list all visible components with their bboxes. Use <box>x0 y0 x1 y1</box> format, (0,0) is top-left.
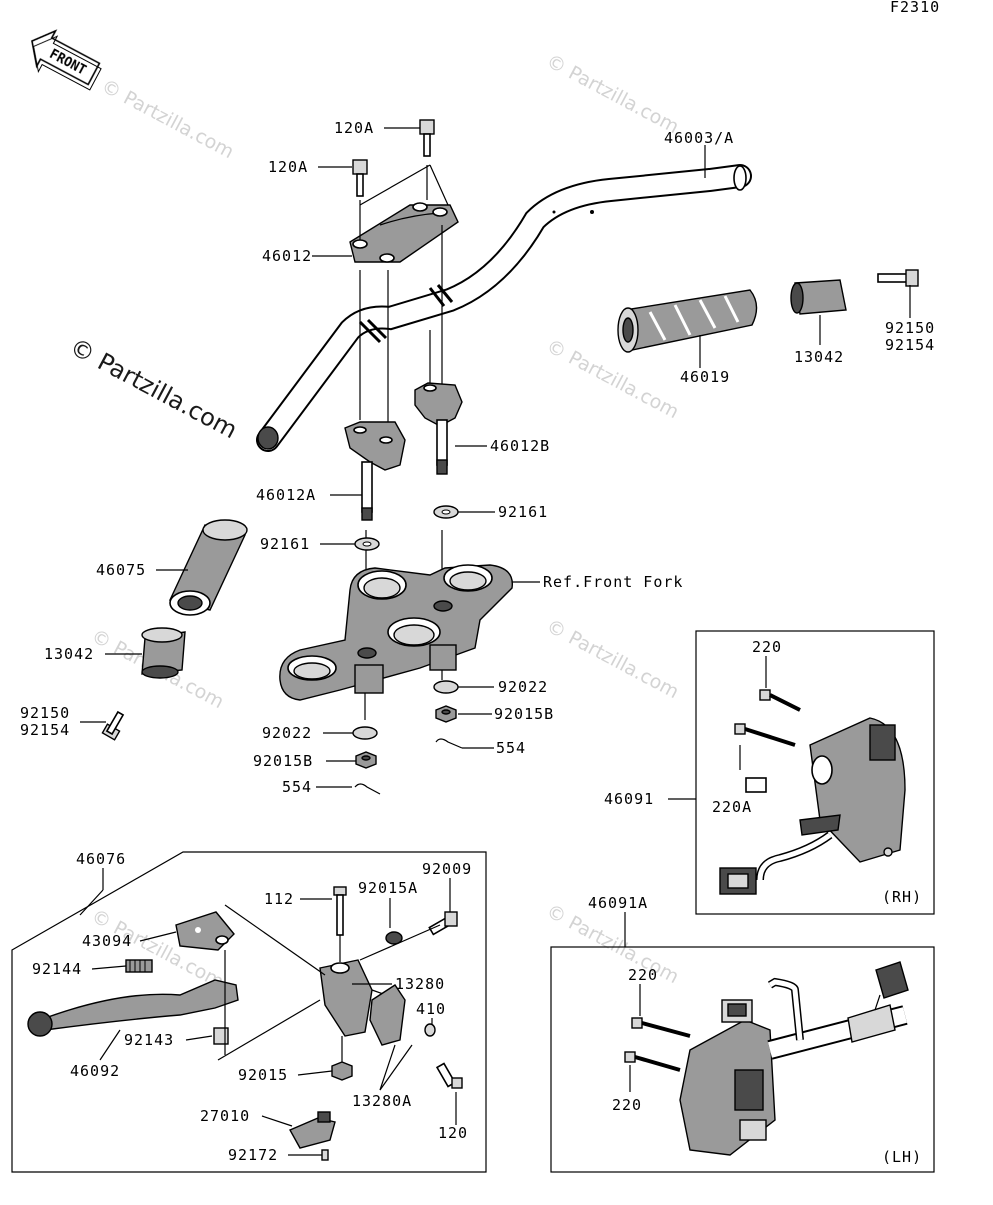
part-label: 92009 <box>422 860 472 878</box>
part-label: 120A <box>334 119 374 137</box>
part-label: 120A <box>268 158 308 176</box>
part-label: 92150 <box>20 704 70 722</box>
part-label: 92144 <box>32 960 82 978</box>
spring-92144-illustration <box>125 959 153 973</box>
part-label: 46092 <box>70 1062 120 1080</box>
part-label: 92154 <box>885 336 935 354</box>
collar-92143-illustration <box>213 1027 229 1045</box>
part-label: 92022 <box>262 724 312 742</box>
washer-92015a-illustration <box>385 931 403 945</box>
lever-box-guide-lines <box>217 904 441 1062</box>
leader-lines <box>79 127 911 1156</box>
part-label: Ref.Front Fork <box>543 573 683 591</box>
figure-code: F2310 <box>890 0 940 16</box>
washer-92022-right-illustration <box>433 680 459 694</box>
part-label: 92143 <box>124 1031 174 1049</box>
rh-switch-illustration <box>719 717 906 895</box>
washer-410-illustration <box>424 1023 436 1037</box>
holder-clamp-13280a-illustration <box>369 984 406 1046</box>
clutch-lever-illustration <box>27 911 239 1037</box>
part-label: 13280 <box>395 975 445 993</box>
triple-clamp-illustration <box>279 564 514 701</box>
part-label: 220 <box>752 638 782 656</box>
watermark: © Partzilla.com <box>543 50 683 138</box>
part-label: 220 <box>612 1096 642 1114</box>
lh-screws-illustration <box>624 1017 691 1072</box>
part-label: 46075 <box>96 561 146 579</box>
part-label: 43094 <box>82 932 132 950</box>
part-label: 13042 <box>794 348 844 366</box>
part-label: 112 <box>264 890 294 908</box>
bolt-120a-left-illustration <box>352 159 368 197</box>
part-label: 46076 <box>76 850 126 868</box>
part-label: 92015A <box>358 879 418 897</box>
lever-box <box>11 851 487 1173</box>
bolt-120a-top-illustration <box>419 119 435 157</box>
part-label: 554 <box>496 739 526 757</box>
nut-92015-illustration <box>331 1061 353 1081</box>
washer-92022-left-illustration <box>352 726 378 740</box>
part-label: 46091 <box>604 790 654 808</box>
lh-switch-box <box>550 946 935 1173</box>
cotter-pin-554-left-illustration <box>354 783 381 795</box>
front-arrow-icon: FRONT <box>31 29 102 91</box>
part-label: 13280A <box>352 1092 412 1110</box>
part-labels: 120A 120A 46003/A 46012 46019 13042 9215… <box>20 119 935 1166</box>
part-label: 46003/A <box>664 129 734 147</box>
part-label: 92015B <box>494 705 554 723</box>
part-label: 92015B <box>253 752 313 770</box>
rh-switch-box <box>695 630 935 915</box>
part-label: 46012 <box>262 247 312 265</box>
part-label: 13042 <box>44 645 94 663</box>
screw-left-illustration <box>101 710 125 741</box>
part-label: 92022 <box>498 678 548 696</box>
part-label: 46019 <box>680 368 730 386</box>
cotter-pin-554-right-illustration <box>435 738 463 749</box>
part-label: 92161 <box>260 535 310 553</box>
part-label: 220A <box>712 798 752 816</box>
switch-27010-illustration <box>289 1111 336 1149</box>
part-label: 92172 <box>228 1146 278 1164</box>
part-label: 27010 <box>200 1107 250 1125</box>
screw-right-illustration <box>877 269 919 287</box>
part-label: 46091A <box>588 894 648 912</box>
upper-clamp-illustration <box>349 202 459 263</box>
rh-screws-illustration <box>734 689 801 747</box>
bolt-112-illustration <box>333 886 347 936</box>
bolt-120-illustration <box>435 1062 463 1089</box>
grip-left-illustration <box>169 519 248 616</box>
nut-92015b-left-illustration <box>355 751 377 769</box>
part-label: 46012A <box>256 486 316 504</box>
rh-label: (RH) <box>882 888 922 906</box>
lever-holder-illustration <box>319 959 401 1037</box>
nut-92015b-right-illustration <box>435 705 457 723</box>
lh-label: (LH) <box>882 1148 922 1166</box>
lower-clamp-a-illustration <box>344 421 406 521</box>
lh-switch-illustration <box>679 961 909 1156</box>
bolt-92009-illustration <box>428 911 458 936</box>
part-label: 92015 <box>238 1066 288 1084</box>
watermark-large: © Partzilla.com <box>65 333 242 445</box>
grip-right-illustration <box>617 289 758 353</box>
weight-right-illustration <box>790 279 847 315</box>
part-label: 554 <box>282 778 312 796</box>
part-label: 220 <box>628 966 658 984</box>
part-label: 92154 <box>20 721 70 739</box>
part-label: 410 <box>416 1000 446 1018</box>
part-label: 92161 <box>498 503 548 521</box>
watermark: © Partzilla.com <box>543 900 683 988</box>
part-label: 120 <box>438 1124 468 1142</box>
lower-clamp-b-illustration <box>414 382 463 475</box>
watermark: © Partzilla.com <box>98 75 238 163</box>
part-label: 46012B <box>490 437 550 455</box>
part-label: 92150 <box>885 319 935 337</box>
watermark: © Partzilla.com <box>543 615 683 703</box>
screw-92172-illustration <box>321 1149 329 1161</box>
weight-left-illustration <box>141 627 186 679</box>
watermark: © Partzilla.com <box>543 335 683 423</box>
